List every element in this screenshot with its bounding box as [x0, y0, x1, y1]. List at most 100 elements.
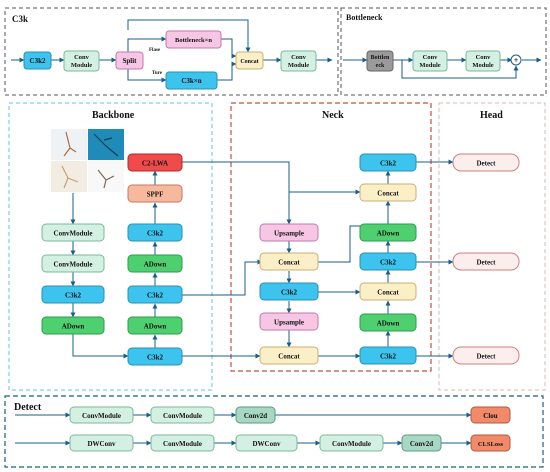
c3k-panel-title: C3k	[12, 14, 28, 24]
neck-c3k2-1	[259, 282, 319, 301]
backbone-c3k2-3-label: C3k2	[147, 230, 163, 238]
backbone-adown-1	[41, 316, 105, 335]
detect-r1-convmodule-1	[69, 406, 134, 424]
backbone-adown-3	[127, 254, 183, 273]
backbone-adown-2	[127, 316, 183, 335]
backbone-c3k2-2-label: C3k2	[147, 292, 163, 300]
backbone-c2-lwa	[127, 153, 183, 172]
bottleneck-block	[366, 50, 394, 72]
neck-upsample-2-label: Upsample	[274, 319, 304, 327]
neck-concat-mid	[359, 282, 417, 301]
c3k-conv-module-2	[280, 50, 317, 72]
detect-r1-conv2d	[235, 406, 276, 424]
backbone-adown-2-label: ADown	[144, 323, 167, 331]
c3k-conv-module-2-line1: Conv	[291, 54, 307, 61]
backbone-convmodule-2-label: ConvModule	[54, 261, 93, 269]
bottleneck-conv-module-2	[465, 50, 501, 72]
bottleneck-panel-title: Bottleneck	[346, 13, 383, 22]
detect-r2-dwconv-1-label: DWConv	[87, 440, 116, 448]
bottleneck-conv-module-1-line1: Conv	[423, 54, 439, 61]
c3k-conv-module-1-line2: Module	[71, 62, 92, 69]
head-panel-title: Head	[480, 110, 503, 121]
neck-adown-top	[359, 223, 417, 242]
head-detect-bot-label: Detect	[476, 353, 496, 361]
head-detect-mid-label: Detect	[476, 259, 496, 267]
neck-adown-top-label: ADown	[377, 230, 400, 238]
detect-r2-convmodule-2-label: ConvModule	[332, 440, 371, 448]
neck-concat-top-label: Concat	[377, 190, 399, 198]
detect-panel-title: Detect	[14, 402, 42, 413]
c3k-true-label: Ture	[152, 71, 163, 76]
detect-r2-dwconv-2	[235, 434, 298, 452]
detect-r1-convmodule-2	[150, 406, 215, 424]
neck-c3k2-mid	[359, 252, 417, 271]
backbone-convmodule-1	[41, 223, 105, 242]
detect-r1-convmodule-1-label: ConvModule	[82, 412, 121, 420]
neck-concat-top	[359, 183, 417, 202]
backbone-convmodule-1-label: ConvModule	[54, 230, 93, 238]
c3k-conv-module-2-line2: Module	[288, 62, 309, 69]
head-panel-frame	[438, 102, 546, 391]
c3k-concat-label: Concat	[240, 59, 258, 65]
neck-concat-1-label: Concat	[278, 259, 300, 267]
head-detect-top	[452, 153, 520, 172]
backbone-c3k2-1	[41, 285, 105, 304]
neck-upsample-1	[259, 223, 319, 242]
backbone-adown-3-label: ADown	[144, 261, 167, 269]
detect-r2-convmodule-1-label: ConvModule	[163, 440, 202, 448]
c3k-c3k-n-label: C3k×n	[181, 77, 201, 85]
head-detect-mid	[452, 252, 520, 271]
neck-c3k2-top	[359, 153, 417, 172]
detect-r2-dwconv-1	[69, 434, 134, 452]
detect-r1-conv2d-label: Conv2d	[244, 412, 267, 420]
neck-concat-2	[259, 346, 319, 365]
neck-panel-frame	[230, 102, 432, 372]
bottleneck-conv-module-2-line1: Conv	[476, 54, 492, 61]
bottleneck-conv-module-1-line2: Module	[419, 62, 440, 69]
detect-r1-clou-label: Clou	[483, 412, 498, 420]
neck-concat-2-label: Concat	[278, 353, 300, 361]
detect-r1-clou	[470, 406, 511, 424]
c3k-c3k2-block	[23, 51, 52, 70]
head-detect-top-label: Detect	[476, 160, 496, 168]
neck-c3k2-bottom-label: C3k2	[380, 353, 396, 361]
neck-c3k2-bottom	[359, 346, 417, 365]
neck-concat-1	[259, 252, 319, 271]
backbone-c3k2-1-label: C3k2	[65, 292, 81, 300]
sample-image-2	[88, 129, 124, 160]
backbone-adown-1-label: ADown	[62, 323, 85, 331]
c3k-concat-block	[235, 51, 264, 70]
detect-r2-conv2d-label: Conv2d	[410, 440, 433, 448]
backbone-sppf-label: SPPF	[147, 191, 164, 199]
backbone-convmodule-2	[41, 254, 105, 273]
c3k-false-label: Flase	[149, 48, 161, 53]
c3k-c3k2-label: C3k2	[30, 57, 46, 65]
sample-image-3	[51, 161, 87, 192]
c3k-conv-module-1-line1: Conv	[74, 54, 90, 61]
detect-r2-clsloss-label: CLSLoss	[478, 441, 504, 448]
bottleneck-conv-module-1	[412, 50, 448, 72]
detect-r2-conv2d	[401, 434, 442, 452]
backbone-c3k2-bottom	[127, 347, 183, 366]
backbone-c3k2-bottom-label: C3k2	[147, 354, 163, 362]
c3k-split-block	[115, 51, 144, 70]
add-node	[510, 54, 522, 66]
add-node-symbol: +	[514, 56, 519, 65]
detect-panel-frame	[4, 395, 544, 468]
detect-r2-convmodule-2	[319, 434, 384, 452]
backbone-c2-lwa-label: C2-LWA	[142, 160, 168, 168]
neck-c3k2-1-label: C3k2	[281, 289, 297, 297]
c3k-conv-module-1	[63, 50, 100, 72]
bottleneck-block-line1: Bottlen	[371, 55, 390, 61]
c3k-bottleneck-n-label: Bottleneck×n	[175, 37, 212, 44]
neck-panel-title: Neck	[322, 110, 344, 121]
detect-r2-convmodule-1	[150, 434, 215, 452]
c3k-bottleneck-n-block	[165, 30, 222, 49]
c3k-c3k-n-block	[165, 71, 218, 90]
c3k-split-label: Split	[122, 57, 137, 65]
neck-upsample-1-label: Upsample	[274, 230, 304, 238]
backbone-c3k2-2	[127, 285, 183, 304]
detect-r2-dwconv-2-label: DWConv	[252, 440, 281, 448]
bottleneck-block-line2: eck	[376, 63, 385, 69]
detect-r1-convmodule-2-label: ConvModule	[163, 412, 202, 420]
